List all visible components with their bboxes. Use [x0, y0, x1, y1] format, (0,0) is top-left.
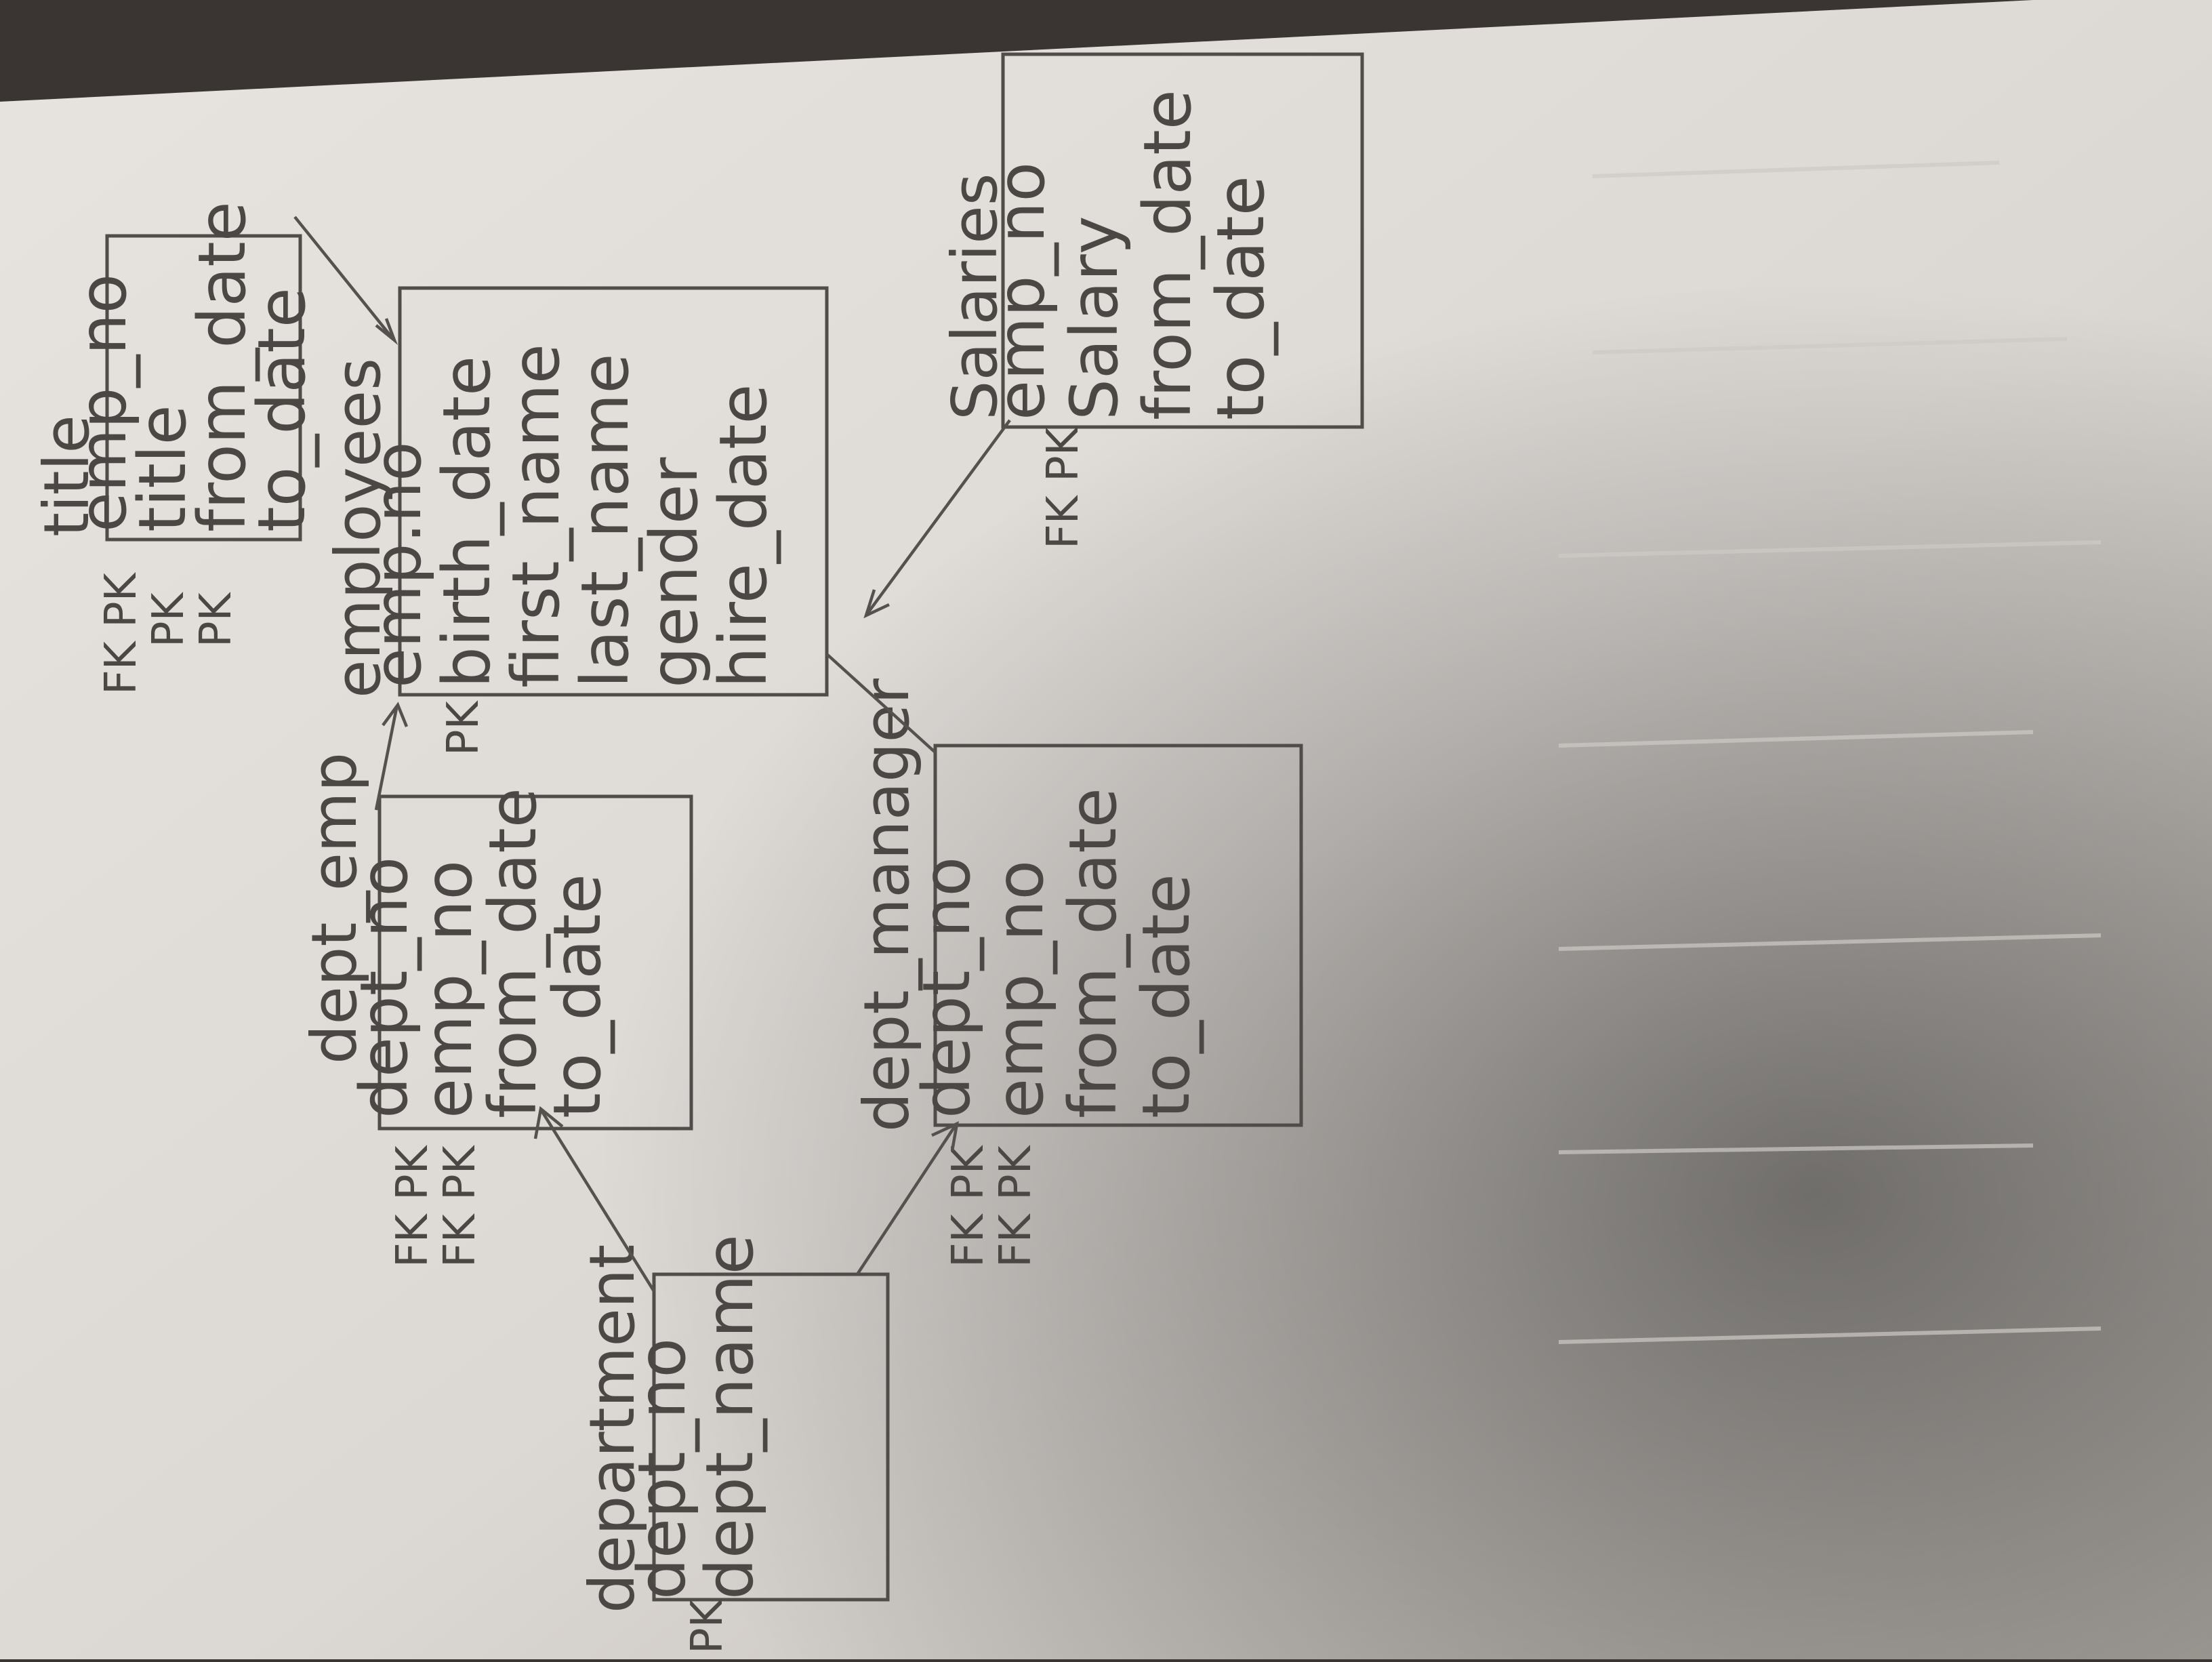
field-employees-birth-date: birth_date: [429, 356, 505, 688]
field-salaries-salary: Salary: [1057, 216, 1132, 420]
line-title-employees: [293, 216, 394, 340]
entity-department-box: [652, 1272, 890, 1602]
entity-department: department dept_no dept_name PK: [576, 1234, 890, 1654]
line-salaries-employees: [866, 419, 1011, 615]
field-dept-manager-to-date: to_date: [1128, 874, 1204, 1118]
key-dept-emp-1: FK PK: [435, 1144, 485, 1268]
entity-title-name: title: [30, 415, 103, 537]
key-dept-emp-0: FK PK: [388, 1144, 438, 1268]
key-employees-0: PK: [438, 700, 489, 756]
field-title-emp-no: emp_no: [65, 274, 141, 532]
entity-title-box: [105, 234, 302, 542]
field-salaries-to-date: to_date: [1203, 176, 1279, 420]
field-dept-emp-to-date: to_date: [539, 874, 615, 1118]
key-title-0: FK PK: [96, 571, 146, 695]
arrow-salaries-employees: [863, 589, 890, 619]
entity-dept-emp-name: dept_emp: [298, 752, 371, 1064]
entity-dept-emp-box: [377, 794, 693, 1131]
line-department-dept-emp: [541, 1110, 655, 1293]
field-employees-first-name: first_name: [498, 344, 574, 688]
entity-employees-name: employees: [322, 358, 394, 698]
key-dept-manager-1: FK PK: [991, 1144, 1041, 1268]
field-dept-manager-emp-no: emp_no: [982, 860, 1058, 1118]
line-department-dept-manager: [856, 1124, 957, 1276]
field-employees-emp-no: emp.no: [360, 441, 436, 688]
entity-employees-box: [398, 286, 829, 697]
field-department-dept-name: dept_name: [692, 1234, 768, 1600]
field-title-title: title: [125, 405, 201, 532]
field-salaries-from-date: from_date: [1130, 89, 1206, 420]
field-dept-emp-emp-no: emp_no: [411, 860, 487, 1118]
key-salaries-0: FK PK: [1038, 426, 1088, 549]
entity-dept-manager-name: dept_manager: [851, 678, 923, 1132]
arrow-title-employees: [375, 318, 398, 345]
field-employees-gender: gender: [636, 457, 712, 688]
field-dept-manager-dept-no: dept_no: [909, 857, 985, 1118]
key-title-2: PK: [191, 591, 241, 647]
field-employees-hire-date: hire_date: [705, 384, 781, 688]
key-department-0: PK: [682, 1598, 733, 1654]
entity-dept-manager: dept_manager dept_no emp_no from_date to…: [851, 678, 1303, 1268]
entity-dept-manager-box: [933, 744, 1303, 1127]
field-department-dept-no: dept_no: [624, 1338, 700, 1600]
field-dept-emp-from-date: from_date: [475, 788, 551, 1118]
key-dept-manager-0: FK PK: [943, 1144, 994, 1268]
field-employees-last-name: last_name: [567, 354, 643, 688]
line-dept-emp-employees: [374, 708, 398, 811]
entity-dept-emp: dept_emp dept_no emp_no from_date to_dat…: [298, 752, 693, 1268]
entity-salaries-name: Salaries: [939, 173, 1011, 420]
field-dept-manager-from-date: from_date: [1055, 788, 1131, 1118]
field-dept-emp-dept-no: dept_no: [346, 857, 422, 1118]
arrow-department-dept-emp: [533, 1106, 564, 1139]
field-title-from-date: from_date: [184, 201, 260, 532]
entity-salaries: Salaries emp_no Salary from_date to_date…: [939, 52, 1364, 549]
arrow-department-dept-manager: [931, 1121, 959, 1152]
bleed-through-lines: [1558, 161, 2102, 1344]
field-salaries-emp-no: emp_no: [983, 162, 1059, 420]
entity-employees: employees emp.no birth_date first_name l…: [322, 286, 829, 756]
line-dept-manager-employees: [825, 653, 937, 754]
key-title-1: PK: [144, 591, 194, 647]
arrow-dept-emp-employees: [382, 702, 409, 727]
entity-salaries-box: [1001, 52, 1364, 429]
entity-title: title emp_no title from_date to_date FK …: [30, 201, 320, 695]
field-title-to-date: to_date: [244, 287, 320, 532]
relationship-lines: [293, 216, 1011, 1293]
entity-department-name: department: [576, 1244, 649, 1613]
